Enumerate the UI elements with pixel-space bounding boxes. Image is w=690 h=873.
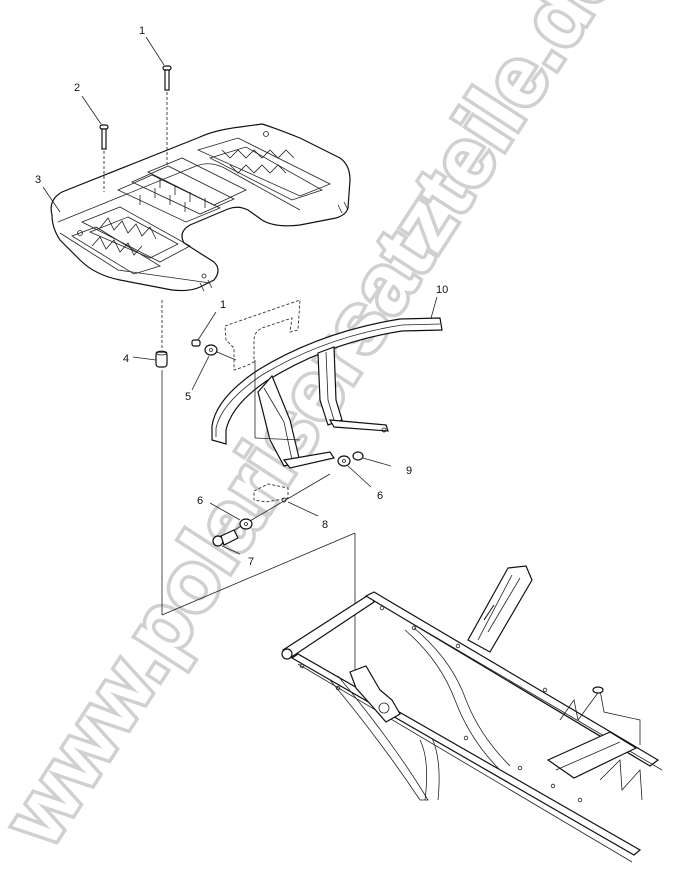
svg-text:3: 3 (35, 174, 41, 186)
rack-right-grid (196, 137, 331, 201)
callout-5: 5 (185, 355, 210, 403)
callout-1-bracket: 1 (197, 299, 226, 341)
svg-text:9: 9 (406, 465, 412, 477)
rack-support-rail-10[interactable] (211, 317, 443, 469)
atv-frame (281, 565, 663, 863)
callout-2: 2 (74, 82, 102, 125)
bolt-7[interactable] (212, 529, 239, 547)
svg-text:6: 6 (377, 490, 383, 502)
rack-center-grid (117, 157, 247, 223)
svg-text:10: 10 (436, 284, 448, 296)
rear-rack[interactable] (50, 123, 351, 292)
svg-text:7: 7 (248, 556, 254, 568)
callout-6-left: 6 (197, 495, 241, 521)
watermark-text: www.polarisersatzteile.de (0, 0, 640, 864)
callout-4: 4 (123, 353, 157, 365)
callout-1-top: 1 (139, 25, 165, 66)
svg-text:4: 4 (123, 353, 129, 365)
callout-8: 8 (287, 501, 328, 531)
callout-6-right: 6 (347, 465, 383, 502)
rack-left-grid (71, 206, 191, 275)
svg-text:6: 6 (197, 495, 203, 507)
phantom-bracket (224, 299, 301, 371)
bolt-1-bracket[interactable] (191, 339, 201, 347)
spacer-4[interactable] (155, 350, 168, 368)
callout-10: 10 (430, 284, 448, 319)
svg-text:8: 8 (322, 519, 328, 531)
washer-5[interactable] (204, 344, 218, 356)
watermark: www.polarisersatzteile.de (0, 0, 640, 864)
svg-text:1: 1 (139, 25, 145, 37)
callout-7: 7 (221, 545, 254, 568)
callout-3: 3 (35, 174, 61, 213)
guide-line-5 (216, 351, 237, 361)
callout-9: 9 (362, 457, 412, 477)
washer-6-right[interactable] (337, 455, 351, 467)
guide-line-diagonal (161, 532, 356, 616)
washer-6-left[interactable] (239, 518, 253, 530)
svg-text:5: 5 (185, 391, 191, 403)
bolt-1-top[interactable] (162, 65, 172, 165)
svg-text:1: 1 (220, 299, 226, 311)
nut-9[interactable] (352, 451, 364, 461)
svg-text:2: 2 (74, 82, 80, 94)
bolt-2[interactable] (99, 124, 109, 192)
